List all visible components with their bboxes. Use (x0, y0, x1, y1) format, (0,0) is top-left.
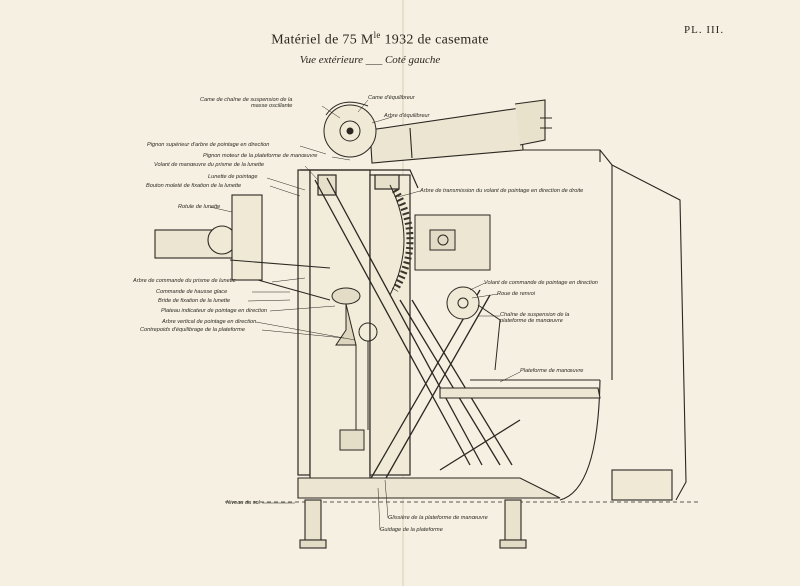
label-commande-hausse: Commande de hausse glace (156, 289, 228, 295)
label-arbre-equilibreur: Arbre d'équilibreur (384, 113, 430, 119)
diagonal-struts (314, 177, 521, 486)
label-chaine-suspension-line1: Chaîne de suspension de la (500, 312, 570, 318)
label-bouton-molete: Bouton moleté de fixation de la lunette (146, 183, 242, 189)
label-glissiere: Glissière de la plateforme de manœuvre (388, 515, 488, 521)
label-came-chaine-line1: Came de chaîne de suspension de la (200, 97, 293, 103)
label-arbre-commande-prisme: Arbre de commande du prisme de lunette (133, 278, 236, 284)
label-plateforme-manoeuvre: Plateforme de manœuvre (520, 368, 584, 374)
base-rails (297, 477, 561, 499)
label-plateau-indicateur: Plateau indicateur de pointage en direct… (161, 308, 268, 314)
support-feet (299, 499, 527, 549)
title-superscript: le (373, 30, 381, 40)
vertical-shafts (339, 341, 369, 451)
label-arbre-transmission: Arbre de transmission du volant de point… (420, 188, 584, 194)
breech-block (414, 214, 491, 271)
label-rotule-lunette: Rotule de lunette (178, 204, 221, 210)
direction-indicator (331, 287, 378, 346)
sight-telescope (154, 194, 331, 301)
label-contrepoids: Contrepoids d'équilibrage de la platefor… (140, 327, 245, 333)
title-prefix: Matériel de 75 M (271, 32, 374, 48)
label-came-equilibreur: Came d'équilibreur (368, 95, 415, 101)
label-niveau-sol: Niveau du sol (226, 500, 260, 506)
drawing-subtitle: Vue extérieure ___ Coté gauche (299, 54, 441, 66)
label-chaine-suspension-line2: plateforme de manœuvre (500, 318, 563, 325)
label-bride-fixation: Bride de fixation de la lunette (158, 298, 231, 304)
label-lunette-pointage: Lunette de pointage (208, 174, 258, 180)
plate-number: PL. III. (684, 24, 725, 36)
label-roue-renvoi: Roue de renvoi (497, 291, 535, 297)
label-volant-manoeuvre: Volant de manœuvre du prisme de la lunet… (154, 162, 265, 168)
traverse-handwheel (446, 286, 501, 371)
label-pignon-superieur: Pignon supérieur d'arbre de pointage en … (147, 142, 270, 148)
drawing-title: Matériel de 75 Mle 1932 de casemate (0, 30, 760, 49)
leader-lines (209, 99, 521, 531)
maneuver-platform (439, 379, 601, 399)
title-suffix: 1932 de casemate (380, 32, 489, 48)
label-pignon-moteur: Pignon moteur de la plateforme de manœuv… (203, 153, 318, 159)
casemate-housing (445, 149, 687, 501)
traversing-ring (389, 184, 414, 296)
label-arbre-vertical: Arbre vertical de pointage en direction (162, 319, 257, 325)
label-guidage: Guidage de la plateforme (380, 527, 443, 533)
label-came-chaine-line2: masse oscillante (251, 103, 293, 110)
gun-barrel (369, 99, 552, 164)
equilibrator-cam (323, 101, 377, 158)
label-volant-commande-direction: Volant de commande de pointage en direct… (484, 280, 598, 286)
